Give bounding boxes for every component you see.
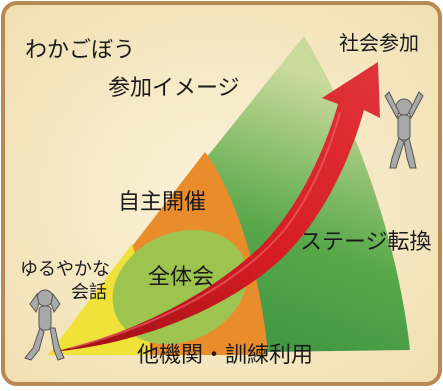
casual-talk-label-line-2: 会話 <box>71 282 107 303</box>
person-holding-head-icon <box>24 289 65 361</box>
title-line-1: わかごぼう <box>25 38 136 63</box>
general-meeting-label: 全体会 <box>148 265 215 290</box>
stage-shift-label: ステージ転換 <box>300 230 432 255</box>
other-institutions-label: 他機関・訓練利用 <box>137 343 314 368</box>
self-run-label: 自主開催 <box>118 190 207 215</box>
green-oval <box>112 229 248 345</box>
growth-arrow <box>52 62 380 352</box>
arrow-highlight <box>69 111 341 349</box>
social-participation-label: 社会参加 <box>339 31 419 55</box>
casual-talk-label-line-1: ゆるやかな <box>20 259 110 280</box>
title-line-2: 参加イメージ <box>108 76 240 101</box>
person-arms-raised-icon <box>384 91 424 169</box>
